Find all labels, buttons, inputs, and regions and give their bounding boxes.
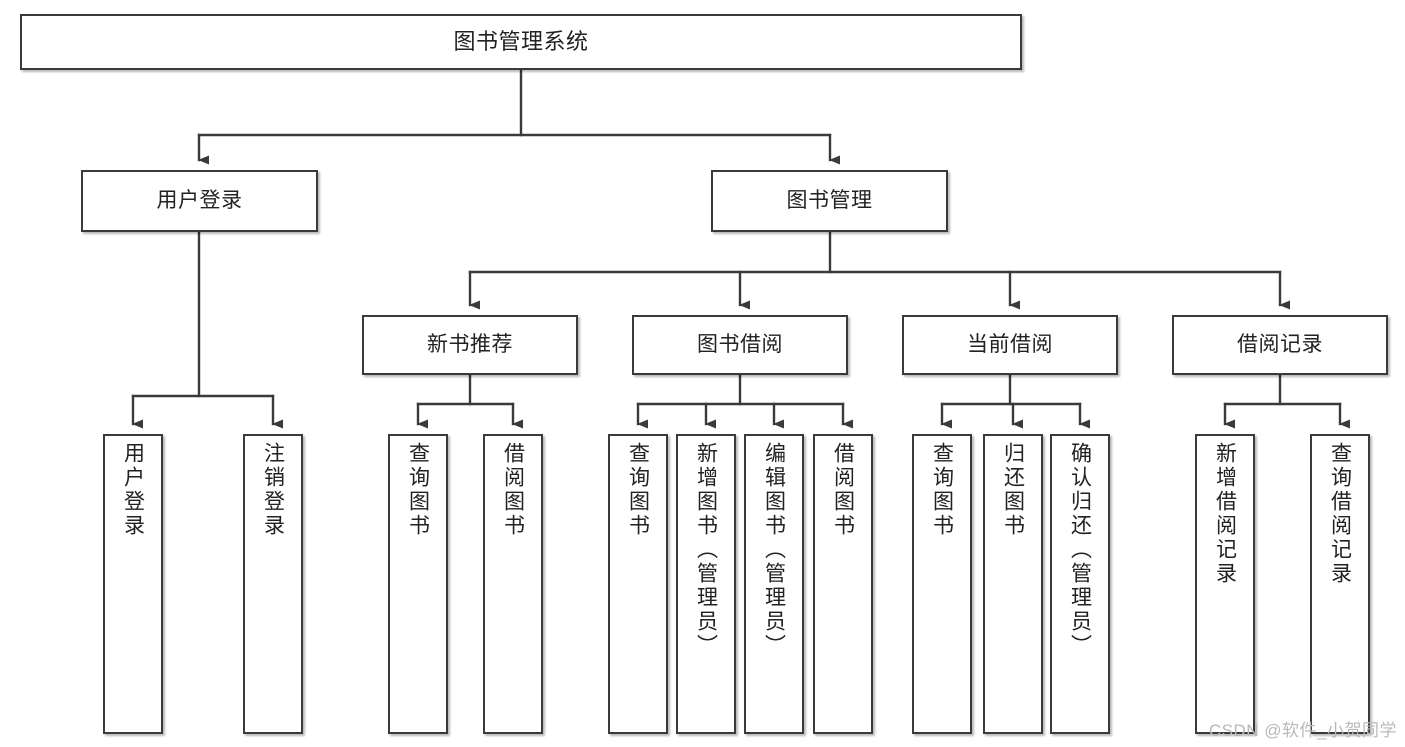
node-label: 图书管理 <box>786 188 873 212</box>
leaf-query-books-new-book[interactable]: 查询图书 <box>388 434 448 734</box>
leaf-add-borrow-record[interactable]: 新增借阅记录 <box>1195 434 1255 734</box>
node-label: 图书管理系统 <box>453 29 589 55</box>
node-label: 新书推荐 <box>427 332 513 356</box>
leaf-borrow-books-new-book[interactable]: 借阅图书 <box>483 434 543 734</box>
leaf-return-books[interactable]: 归还图书 <box>983 434 1043 734</box>
leaf-confirm-return-admin[interactable]: 确认归还（管理员） <box>1050 434 1110 734</box>
node-label: 编辑图书（管理员） <box>762 442 786 658</box>
node-label: 借阅记录 <box>1237 332 1323 356</box>
node-user-login[interactable]: 用户登录 <box>81 170 318 232</box>
node-label: 查询图书 <box>626 442 650 538</box>
node-current-borrowing[interactable]: 当前借阅 <box>902 315 1118 375</box>
node-label: 图书借阅 <box>697 332 783 356</box>
node-book-management[interactable]: 图书管理 <box>711 170 948 232</box>
node-book-borrowing[interactable]: 图书借阅 <box>632 315 848 375</box>
leaf-query-books-borrow[interactable]: 查询图书 <box>608 434 668 734</box>
node-label: 借阅图书 <box>831 442 855 538</box>
node-label: 注销登录 <box>261 442 285 538</box>
node-label: 用户登录 <box>121 442 145 538</box>
node-label: 借阅图书 <box>501 442 525 538</box>
node-label: 新增图书（管理员） <box>694 442 718 658</box>
node-label: 用户登录 <box>156 188 243 212</box>
node-label: 查询借阅记录 <box>1328 442 1352 586</box>
leaf-edit-book-admin[interactable]: 编辑图书（管理员） <box>744 434 804 734</box>
node-label: 确认归还（管理员） <box>1068 442 1092 658</box>
leaf-logout[interactable]: 注销登录 <box>243 434 303 734</box>
node-label: 查询图书 <box>406 442 430 538</box>
node-label: 查询图书 <box>930 442 954 538</box>
node-label: 归还图书 <box>1001 442 1025 538</box>
leaf-user-login[interactable]: 用户登录 <box>103 434 163 734</box>
leaf-query-borrow-record[interactable]: 查询借阅记录 <box>1310 434 1370 734</box>
leaf-borrow-books[interactable]: 借阅图书 <box>813 434 873 734</box>
node-label: 当前借阅 <box>967 332 1053 356</box>
node-borrowing-records[interactable]: 借阅记录 <box>1172 315 1388 375</box>
node-root-book-management-system[interactable]: 图书管理系统 <box>20 14 1022 70</box>
node-label: 新增借阅记录 <box>1213 442 1237 586</box>
node-new-book-recommendation[interactable]: 新书推荐 <box>362 315 578 375</box>
leaf-query-books-current[interactable]: 查询图书 <box>912 434 972 734</box>
leaf-add-book-admin[interactable]: 新增图书（管理员） <box>676 434 736 734</box>
